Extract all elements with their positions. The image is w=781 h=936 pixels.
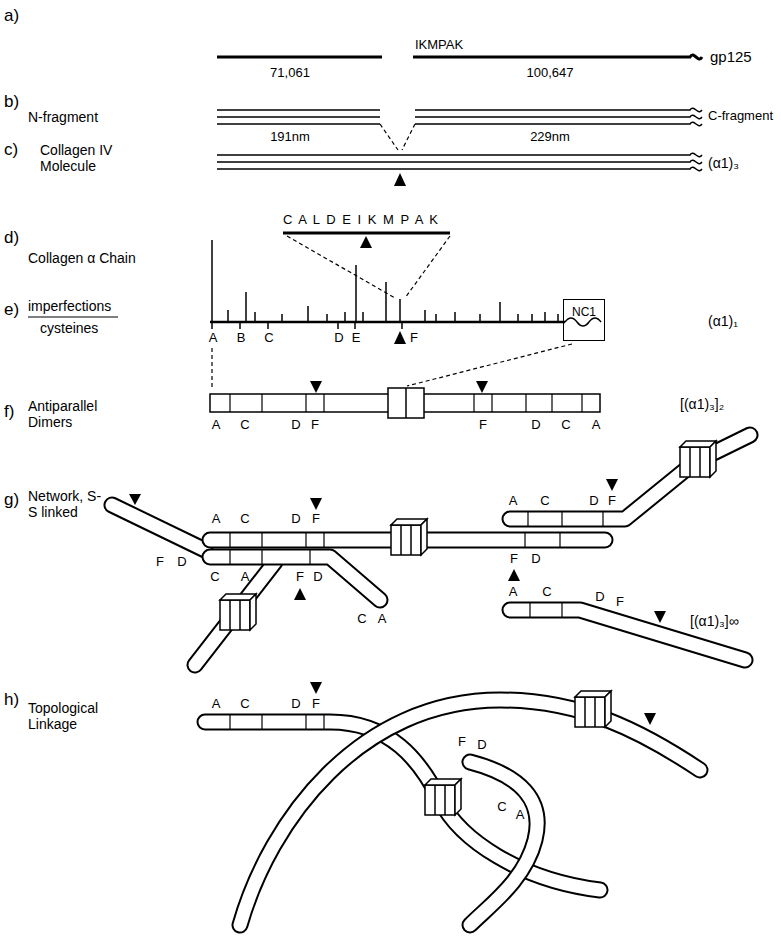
label: 229nm <box>530 130 570 145</box>
label: C-fragment <box>708 109 773 124</box>
segment-letter: A <box>516 808 525 823</box>
segment-letter: A <box>212 512 221 527</box>
panel-letter: g) <box>4 490 19 510</box>
label: Antiparallel Dimers <box>28 398 123 430</box>
label: gp125 <box>710 48 752 65</box>
chain-formula: [(α1)₃]∞ <box>690 613 739 629</box>
segment-letter: F <box>296 570 304 585</box>
panel-letter: h) <box>4 690 19 710</box>
sequence: C A L D E I K M P A K <box>283 213 440 228</box>
segment-letter: A <box>241 570 250 585</box>
segment-letter: D <box>313 570 322 585</box>
segment-letter: F <box>312 697 320 712</box>
chain-formula: [(α1)₃]₂ <box>680 396 724 412</box>
node-label: NC1 <box>572 306 596 319</box>
label: Topological Linkage <box>28 700 123 732</box>
panel-letter: d) <box>4 228 19 248</box>
panel-letter: a) <box>4 6 19 26</box>
segment-letter: F <box>410 331 418 346</box>
segment-letter: C <box>542 585 551 600</box>
chain-formula: (α1)₁ <box>708 313 738 329</box>
segment-letter: F <box>311 418 319 433</box>
segment-letter: D <box>291 418 300 433</box>
segment-letter: D <box>531 418 540 433</box>
label: cysteines <box>40 320 98 336</box>
segment-letter: A <box>378 612 387 627</box>
segment-letter: A <box>592 418 601 433</box>
segment-letter: C <box>240 418 249 433</box>
segment-letter: A <box>212 697 221 712</box>
segment-letter: F <box>156 555 164 570</box>
segment-letter: D <box>589 494 598 509</box>
segment-letter: D <box>291 697 300 712</box>
segment-letter: C <box>240 697 249 712</box>
segment-letter: D <box>177 555 186 570</box>
label: 71,061 <box>270 66 310 81</box>
segment-letter: B <box>237 331 246 346</box>
label: imperfections <box>28 298 111 314</box>
segment-letter: C <box>561 418 570 433</box>
label: Collagen α Chain <box>28 250 136 266</box>
nc1-box: NC1 <box>563 299 605 341</box>
chain-formula: (α1)₃ <box>708 155 739 171</box>
segment-letter: A <box>509 494 518 509</box>
segment-letter: D <box>595 590 604 605</box>
segment-letter: D <box>477 738 486 753</box>
label: 191nm <box>270 130 310 145</box>
label: N-fragment <box>28 109 98 125</box>
segment-letter: F <box>510 552 518 567</box>
segment-letter: F <box>608 494 616 509</box>
segment-letter: D <box>334 331 343 346</box>
segment-letter: E <box>352 331 361 346</box>
segment-letter: C <box>210 570 219 585</box>
segment-letter: C <box>264 331 273 346</box>
segment-letter: C <box>357 612 366 627</box>
panel-letter: e) <box>4 300 19 320</box>
segment-letter: C <box>540 494 549 509</box>
segment-letter: A <box>509 585 518 600</box>
label: 100,647 <box>527 66 574 81</box>
panel-letter: b) <box>4 92 19 112</box>
segment-letter: A <box>209 331 218 346</box>
segment-letter: F <box>312 512 320 527</box>
segment-letter: D <box>531 552 540 567</box>
panel-letter: f) <box>4 402 14 422</box>
label: Collagen IV Molecule <box>40 142 135 174</box>
segment-letter: D <box>291 512 300 527</box>
label: IKMPAK <box>415 38 463 53</box>
segment-letter: C <box>497 800 506 815</box>
label: Network, S-S linked <box>28 488 103 520</box>
segment-letter: F <box>479 418 487 433</box>
segment-letter: C <box>240 512 249 527</box>
segment-letter: F <box>616 595 624 610</box>
panel-letter: c) <box>4 140 18 160</box>
segment-letter: F <box>458 735 466 750</box>
segment-letter: A <box>212 418 221 433</box>
